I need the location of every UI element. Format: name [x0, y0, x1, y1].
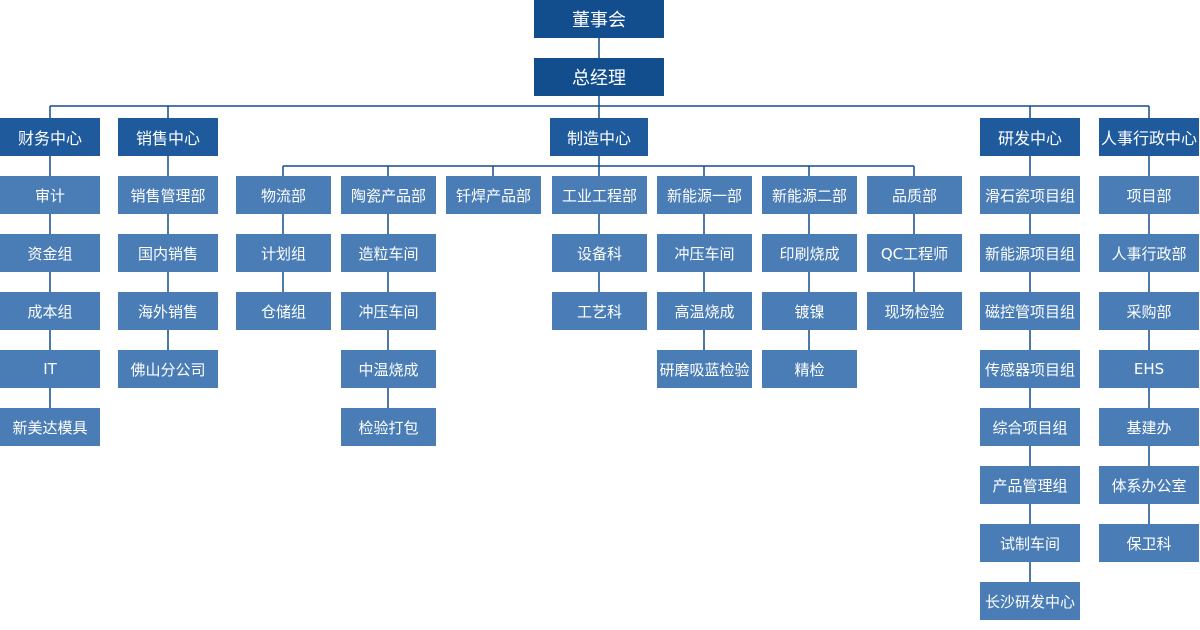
hr-item: EHS: [1099, 350, 1199, 388]
ne1-item: 研磨吸蓝检验: [657, 350, 752, 388]
ie-item: 工艺科: [552, 292, 647, 330]
dept-ceramics: 陶瓷产品部: [341, 176, 436, 214]
hr-item: 体系办公室: [1099, 466, 1199, 504]
rnd-item: 新能源项目组: [980, 234, 1080, 272]
logistics-item: 计划组: [236, 234, 331, 272]
finance-item: IT: [0, 350, 100, 388]
rnd-item: 磁控管项目组: [980, 292, 1080, 330]
logistics-item: 仓储组: [236, 292, 331, 330]
ceramics-item: 检验打包: [341, 408, 436, 446]
center-rnd: 研发中心: [980, 118, 1080, 156]
finance-item: 成本组: [0, 292, 100, 330]
dept-brazing: 钎焊产品部: [446, 176, 541, 214]
rnd-item: 传感器项目组: [980, 350, 1080, 388]
dept-new-energy-2: 新能源二部: [762, 176, 857, 214]
dept-quality: 品质部: [867, 176, 962, 214]
hr-item: 基建办: [1099, 408, 1199, 446]
sales-item: 销售管理部: [118, 176, 218, 214]
quality-item: 现场检验: [867, 292, 962, 330]
dept-industrial-engineering: 工业工程部: [552, 176, 647, 214]
hr-item: 人事行政部: [1099, 234, 1199, 272]
gm-box: 总经理: [534, 58, 664, 96]
center-hr-admin: 人事行政中心: [1099, 118, 1199, 156]
rnd-item: 产品管理组: [980, 466, 1080, 504]
finance-item: 审计: [0, 176, 100, 214]
ne2-item: 印刷烧成: [762, 234, 857, 272]
dept-logistics: 物流部: [236, 176, 331, 214]
sales-item: 海外销售: [118, 292, 218, 330]
rnd-item: 综合项目组: [980, 408, 1080, 446]
rnd-item: 试制车间: [980, 524, 1080, 562]
ne2-item: 镀镍: [762, 292, 857, 330]
hr-item: 保卫科: [1099, 524, 1199, 562]
ie-item: 设备科: [552, 234, 647, 272]
hr-item: 采购部: [1099, 292, 1199, 330]
ceramics-item: 中温烧成: [341, 350, 436, 388]
ne1-item: 冲压车间: [657, 234, 752, 272]
quality-item: QC工程师: [867, 234, 962, 272]
ceramics-item: 造粒车间: [341, 234, 436, 272]
board-box: 董事会: [534, 0, 664, 38]
sales-item: 国内销售: [118, 234, 218, 272]
center-finance: 财务中心: [0, 118, 100, 156]
rnd-item: 长沙研发中心: [980, 582, 1080, 620]
finance-item: 资金组: [0, 234, 100, 272]
ceramics-item: 冲压车间: [341, 292, 436, 330]
finance-item: 新美达模具: [0, 408, 100, 446]
ne2-item: 精检: [762, 350, 857, 388]
hr-item: 项目部: [1099, 176, 1199, 214]
ne1-item: 高温烧成: [657, 292, 752, 330]
center-manufacturing: 制造中心: [550, 118, 648, 156]
center-sales: 销售中心: [118, 118, 218, 156]
rnd-item: 滑石瓷项目组: [980, 176, 1080, 214]
dept-new-energy-1: 新能源一部: [657, 176, 752, 214]
sales-item: 佛山分公司: [118, 350, 218, 388]
